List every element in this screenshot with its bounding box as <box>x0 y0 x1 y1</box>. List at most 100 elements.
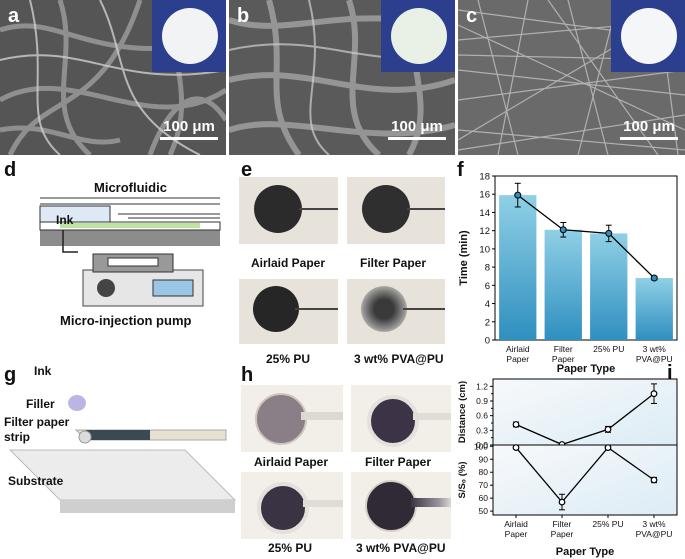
substrate-layer <box>40 228 220 246</box>
strip-h3 <box>303 500 343 507</box>
photo-e-airlaid <box>239 177 338 244</box>
strip-h4 <box>411 498 451 507</box>
paper-disc-b <box>391 8 447 64</box>
photo-h-filter <box>351 385 451 452</box>
label-e-airlaid: Airlaid Paper <box>251 256 326 270</box>
y-tick-label-f: 18 <box>479 172 490 183</box>
scale-bar-b-label: 100 μm <box>391 118 443 135</box>
y-tick-label-i-bottom: 70 <box>479 480 489 490</box>
x-tick-label-i: Paper <box>551 529 574 539</box>
panel-letter-d: d <box>4 159 17 181</box>
marker-f-1 <box>559 226 567 234</box>
scale-bar-a-label: 100 μm <box>163 118 215 135</box>
y-tick-label-i-top: 0.0 <box>476 440 488 450</box>
panel-letter-h: h <box>241 364 254 386</box>
capillary-schematic <box>8 395 237 513</box>
y-tick-label-i-bottom: 80 <box>479 467 489 477</box>
plot-frame-i-top <box>492 378 678 446</box>
ink-reservoir <box>39 205 111 223</box>
photo-e-filter <box>347 177 445 244</box>
disc-h1 <box>255 393 307 445</box>
photo-h-pva <box>351 472 451 539</box>
ink-spot-e3 <box>253 286 299 332</box>
scale-bar-b: 100 μm <box>388 118 446 140</box>
y-tick-label-i-top: 0.3 <box>476 425 488 435</box>
x-tick-label-i: Filter <box>553 519 572 529</box>
y-tick-label-i-bottom: 90 <box>479 454 489 464</box>
y-tick-label-f: 2 <box>485 317 490 328</box>
panel-letter-g: g <box>4 364 17 386</box>
tube-e2 <box>407 208 445 210</box>
plot-frame-f <box>494 175 678 341</box>
strip-h2 <box>413 413 451 420</box>
disc-h2 <box>367 395 419 447</box>
marker-i-bottom-1 <box>558 498 566 506</box>
strip-roll <box>78 430 92 444</box>
panel-letter-f: f <box>457 159 464 181</box>
x-tick-label-f: Paper <box>506 354 529 364</box>
paper-disc-c <box>621 8 677 64</box>
strip-h1 <box>301 412 343 420</box>
pump-label: Micro-injection pump <box>60 313 192 328</box>
inset-photo-b <box>381 0 455 72</box>
y-tick-label-f: 14 <box>479 208 490 219</box>
trend-line-f <box>517 194 655 279</box>
strip-wet <box>86 430 150 440</box>
line-i-bottom <box>515 446 655 504</box>
label-h-filter: Filter Paper <box>365 455 432 469</box>
plot-frame-i-bottom <box>492 444 678 516</box>
y-tick-label-f: 12 <box>479 226 490 237</box>
syringe-pump-icon <box>82 253 204 307</box>
inlet-tube <box>62 230 78 253</box>
y-tick-label-f: 4 <box>485 299 490 310</box>
y-tick-label-i-top: 0.6 <box>476 411 488 421</box>
filler-label: Filler <box>26 397 55 411</box>
distance-ratio-chart: 0.0 0.3 0.6 0.9 1.2 Distance (cm) 50 60 70 80 90 10… <box>457 378 678 558</box>
time-bar-chart: 024681012141618AirlaidPaperFilterPaper25… <box>458 172 678 375</box>
scale-bar-c: 100 μm <box>620 118 678 140</box>
paper-disc-a <box>162 8 218 64</box>
bar-1 <box>544 229 582 340</box>
x-tick-label-i: PVA@PU <box>636 529 673 539</box>
y-tick-label-i-top: 0.9 <box>476 396 488 406</box>
ink-label-g: Ink <box>34 364 52 378</box>
y-axis-title-i-top: Distance (cm) <box>457 381 468 443</box>
scale-bar-c-label: 100 μm <box>623 118 675 135</box>
tube-e4 <box>403 308 445 310</box>
marker-i-bottom-3 <box>650 476 658 484</box>
tube-e3 <box>295 308 338 310</box>
y-tick-label-i-bottom: 60 <box>479 493 489 503</box>
microfluidic-layers <box>40 197 220 219</box>
strip-label-2: strip <box>4 430 31 444</box>
x-tick-label-f: Airlaid <box>506 344 530 354</box>
photo-h-pu <box>241 472 343 539</box>
paper-strip <box>60 223 200 228</box>
marker-i-top-2 <box>604 425 612 433</box>
x-tick-label-f: PVA@PU <box>636 354 673 364</box>
y-tick-label-f: 10 <box>479 244 490 255</box>
marker-i-top-0 <box>512 421 520 428</box>
x-tick-label-i: Paper <box>505 529 528 539</box>
panel-letter-i: i <box>667 362 673 384</box>
tube-e1 <box>299 208 338 210</box>
label-e-pu: 25% PU <box>266 352 311 366</box>
marker-f-3 <box>650 274 658 282</box>
photo-h-airlaid <box>241 385 343 452</box>
x-axis-title-f: Paper Type <box>557 363 616 375</box>
scale-bar-a: 100 μm <box>160 118 218 140</box>
marker-i-bottom-2 <box>604 444 612 451</box>
strip-label-1: Filter paper <box>4 415 70 429</box>
x-tick-label-f: Filter <box>554 344 573 354</box>
label-h-pva: 3 wt% PVA@PU <box>356 541 446 555</box>
bar-2 <box>590 233 628 340</box>
substrate-side <box>60 500 235 513</box>
marker-i-bottom-0 <box>512 444 520 451</box>
y-tick-label-i-top: 1.2 <box>476 381 488 391</box>
y-tick-label-i-bottom: 50 <box>479 506 489 516</box>
panel-letter-e: e <box>241 159 253 181</box>
disc-h4 <box>365 480 417 532</box>
marker-f-2 <box>605 229 613 237</box>
inset-photo-a <box>152 0 226 72</box>
microfluidic-schematic <box>39 197 221 307</box>
y-tick-label-i-bottom: 100 <box>474 441 488 451</box>
